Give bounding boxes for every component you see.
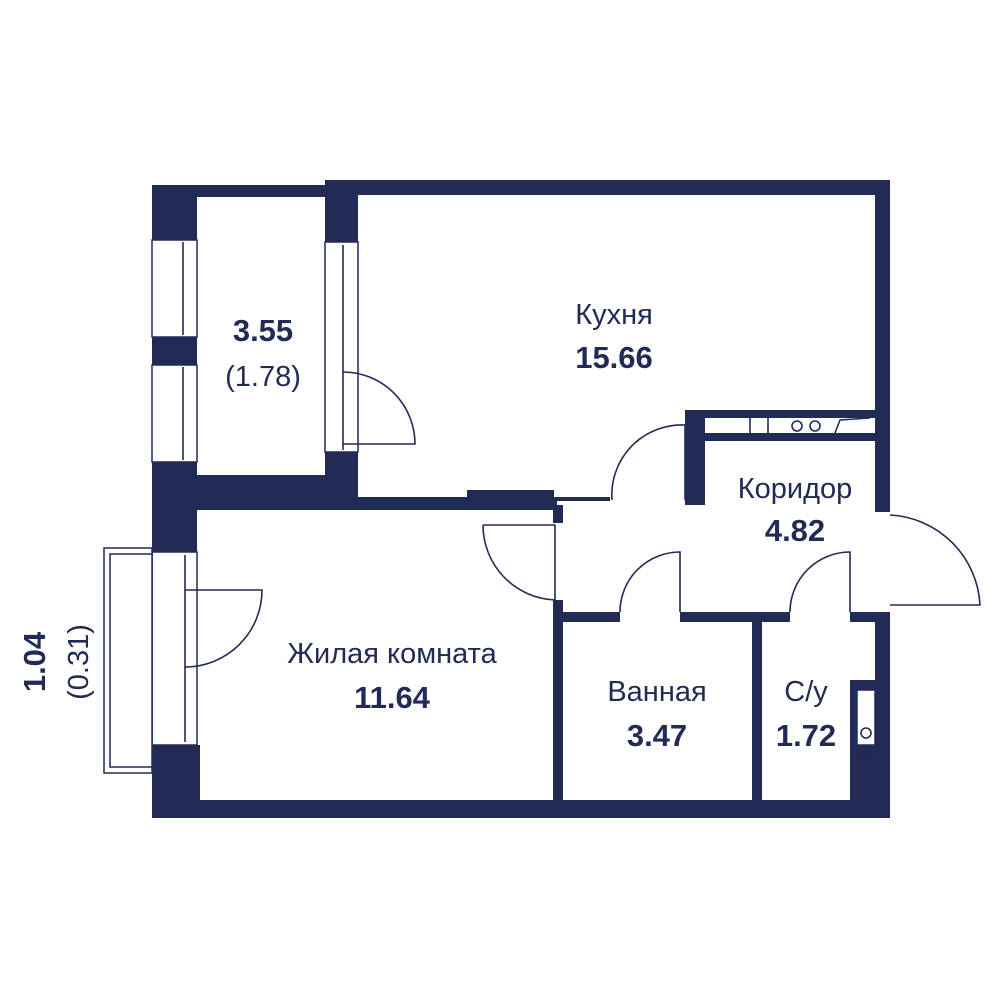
room-living: Жилая комната 11.64 bbox=[287, 638, 497, 715]
walls bbox=[152, 180, 890, 818]
kitchen-counter bbox=[749, 417, 871, 434]
room-loggia: 3.55 (1.78) bbox=[225, 313, 301, 393]
room-area: 3.47 bbox=[627, 718, 687, 753]
room-area: 3.55 bbox=[233, 313, 293, 348]
room-area-reduced: (1.78) bbox=[225, 361, 301, 393]
doors bbox=[184, 371, 981, 668]
room-area: 15.66 bbox=[575, 340, 653, 375]
room-area: 1.04 bbox=[17, 631, 52, 692]
windows bbox=[103, 239, 359, 774]
room-name: С/у bbox=[784, 676, 828, 708]
wc-fixtures bbox=[856, 689, 876, 795]
room-bathroom: Ванная 3.47 bbox=[607, 676, 706, 753]
room-corridor: Коридор 4.82 bbox=[738, 473, 853, 548]
room-name: Ванная bbox=[607, 676, 706, 708]
room-area: 1.72 bbox=[776, 718, 836, 753]
room-kitchen: Кухня 15.66 bbox=[575, 299, 653, 375]
room-wc: С/у 1.72 bbox=[776, 676, 836, 753]
sink-icon bbox=[860, 727, 872, 739]
room-name: Кухня bbox=[575, 299, 653, 331]
stove-burner-icon bbox=[809, 420, 821, 432]
room-area-reduced: (0.31) bbox=[63, 624, 95, 700]
room-area: 4.82 bbox=[765, 513, 825, 548]
room-name: Жилая комната bbox=[287, 638, 497, 670]
stove-burner-icon bbox=[791, 420, 803, 432]
room-area: 11.64 bbox=[354, 680, 431, 715]
room-balcony: 1.04 (0.31) bbox=[17, 624, 95, 700]
room-name: Коридор bbox=[738, 473, 853, 505]
